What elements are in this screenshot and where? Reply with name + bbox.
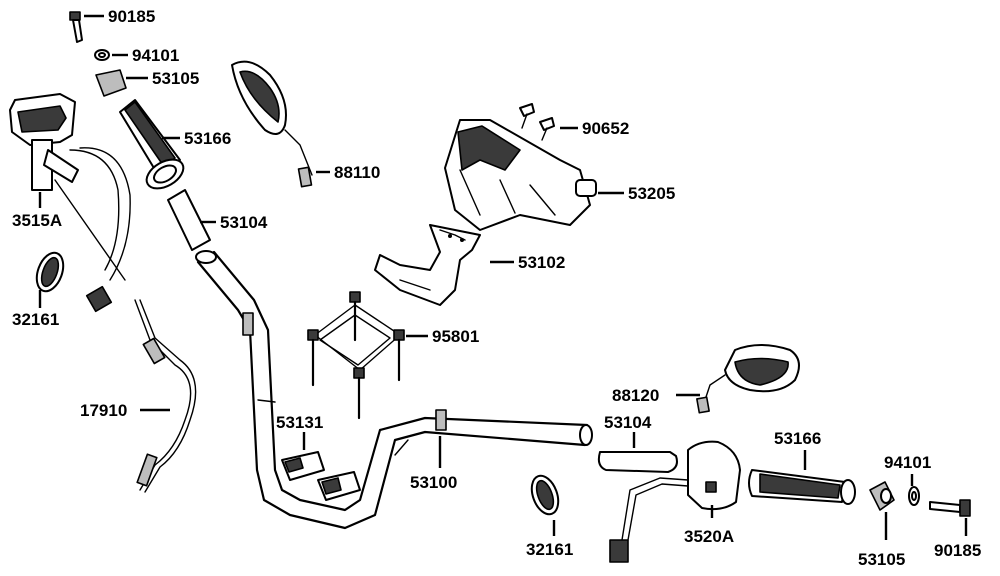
label-32161-left: 32161 [12,310,59,329]
label-53131: 53131 [276,413,323,432]
lever-assembly-3515A [9,93,131,313]
clamps-53131 [281,451,361,501]
clamp-band-32161-bottom [530,474,560,516]
label-90185-top: 90185 [108,7,155,26]
part-labels: 90185 94101 53105 53166 88110 90652 5320… [12,7,981,569]
label-90652: 90652 [582,119,629,138]
screws-90652 [519,103,555,141]
bracket-53102 [374,224,481,306]
mirror-88120 [696,344,800,414]
label-53105-right: 53105 [858,550,905,569]
bolt-90185-right [929,499,971,517]
label-53166-top: 53166 [184,129,231,148]
washer-94101-right [908,486,920,506]
grip-53166-top [119,99,185,190]
grip-sleeve-53104-top [167,189,211,251]
label-53105-top: 53105 [152,69,199,88]
clamp-band-32161-left [35,251,65,293]
grip-53166-right [748,469,856,505]
label-17910: 17910 [80,401,127,420]
label-53104-top: 53104 [220,213,268,232]
label-53166-right: 53166 [774,429,821,448]
grip-sleeve-53104-right [597,451,678,473]
label-94101-top: 94101 [132,46,179,65]
bolt-90185-top [69,11,83,43]
label-32161-bottom: 32161 [526,540,573,559]
leader-lines [38,14,968,540]
label-88110: 88110 [334,163,380,182]
label-3520A: 3520A [684,527,734,546]
label-3515A: 3515A [12,211,62,230]
label-53205: 53205 [628,184,675,203]
switch-3520A [609,440,741,563]
label-94101-right: 94101 [884,453,931,472]
washer-94101-top [94,49,110,61]
label-90185-right: 90185 [934,541,981,560]
label-53100: 53100 [410,473,457,492]
end-cap-53105-right [869,481,895,511]
windscreen-53205 [444,119,597,231]
label-88120: 88120 [612,386,659,405]
label-95801: 95801 [432,327,479,346]
label-53102: 53102 [518,253,565,272]
cable-17910 [134,299,197,493]
end-cap-53105-top [95,69,127,97]
mirror-88110 [231,60,313,188]
label-53104-right: 53104 [604,413,652,432]
bolts-95801 [307,291,405,420]
handlebar-53100 [195,250,593,530]
